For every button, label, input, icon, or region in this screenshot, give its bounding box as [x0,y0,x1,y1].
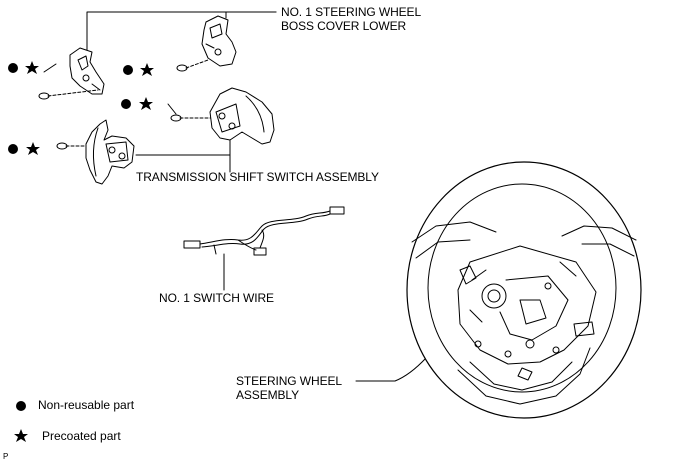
star-icon [25,61,39,74]
steering-wheel [406,161,642,419]
legend-non-reusable-text: Non-reusable part [38,398,135,412]
leader-lines [86,11,427,382]
shift-paddle-right [209,87,275,145]
label-switch-wire: NO. 1 SWITCH WIRE [159,291,274,305]
star-icon [26,142,40,155]
boss-cover-right [201,15,237,67]
screws [38,59,215,150]
legend-symbols [14,401,28,442]
label-steering-line2: ASSEMBLY [236,388,300,402]
label-steering-line1: STEERING WHEEL [236,374,342,388]
shift-paddle-left [85,119,135,185]
figure-code: P [3,452,9,461]
star-icon [140,63,154,76]
star-icon [139,97,153,110]
non-reusable-icon [16,401,26,411]
label-shift-switch: TRANSMISSION SHIFT SWITCH ASSEMBLY [136,170,379,184]
switch-wire-harness [183,206,345,256]
legend-precoated-text: Precoated part [42,429,121,443]
label-boss-cover-line1: NO. 1 STEERING WHEEL [281,5,422,19]
precoated-star-icon [14,429,28,442]
boss-cover-left [69,47,105,95]
part-markers [8,61,154,155]
label-boss-cover-line2: BOSS COVER LOWER [281,19,407,33]
